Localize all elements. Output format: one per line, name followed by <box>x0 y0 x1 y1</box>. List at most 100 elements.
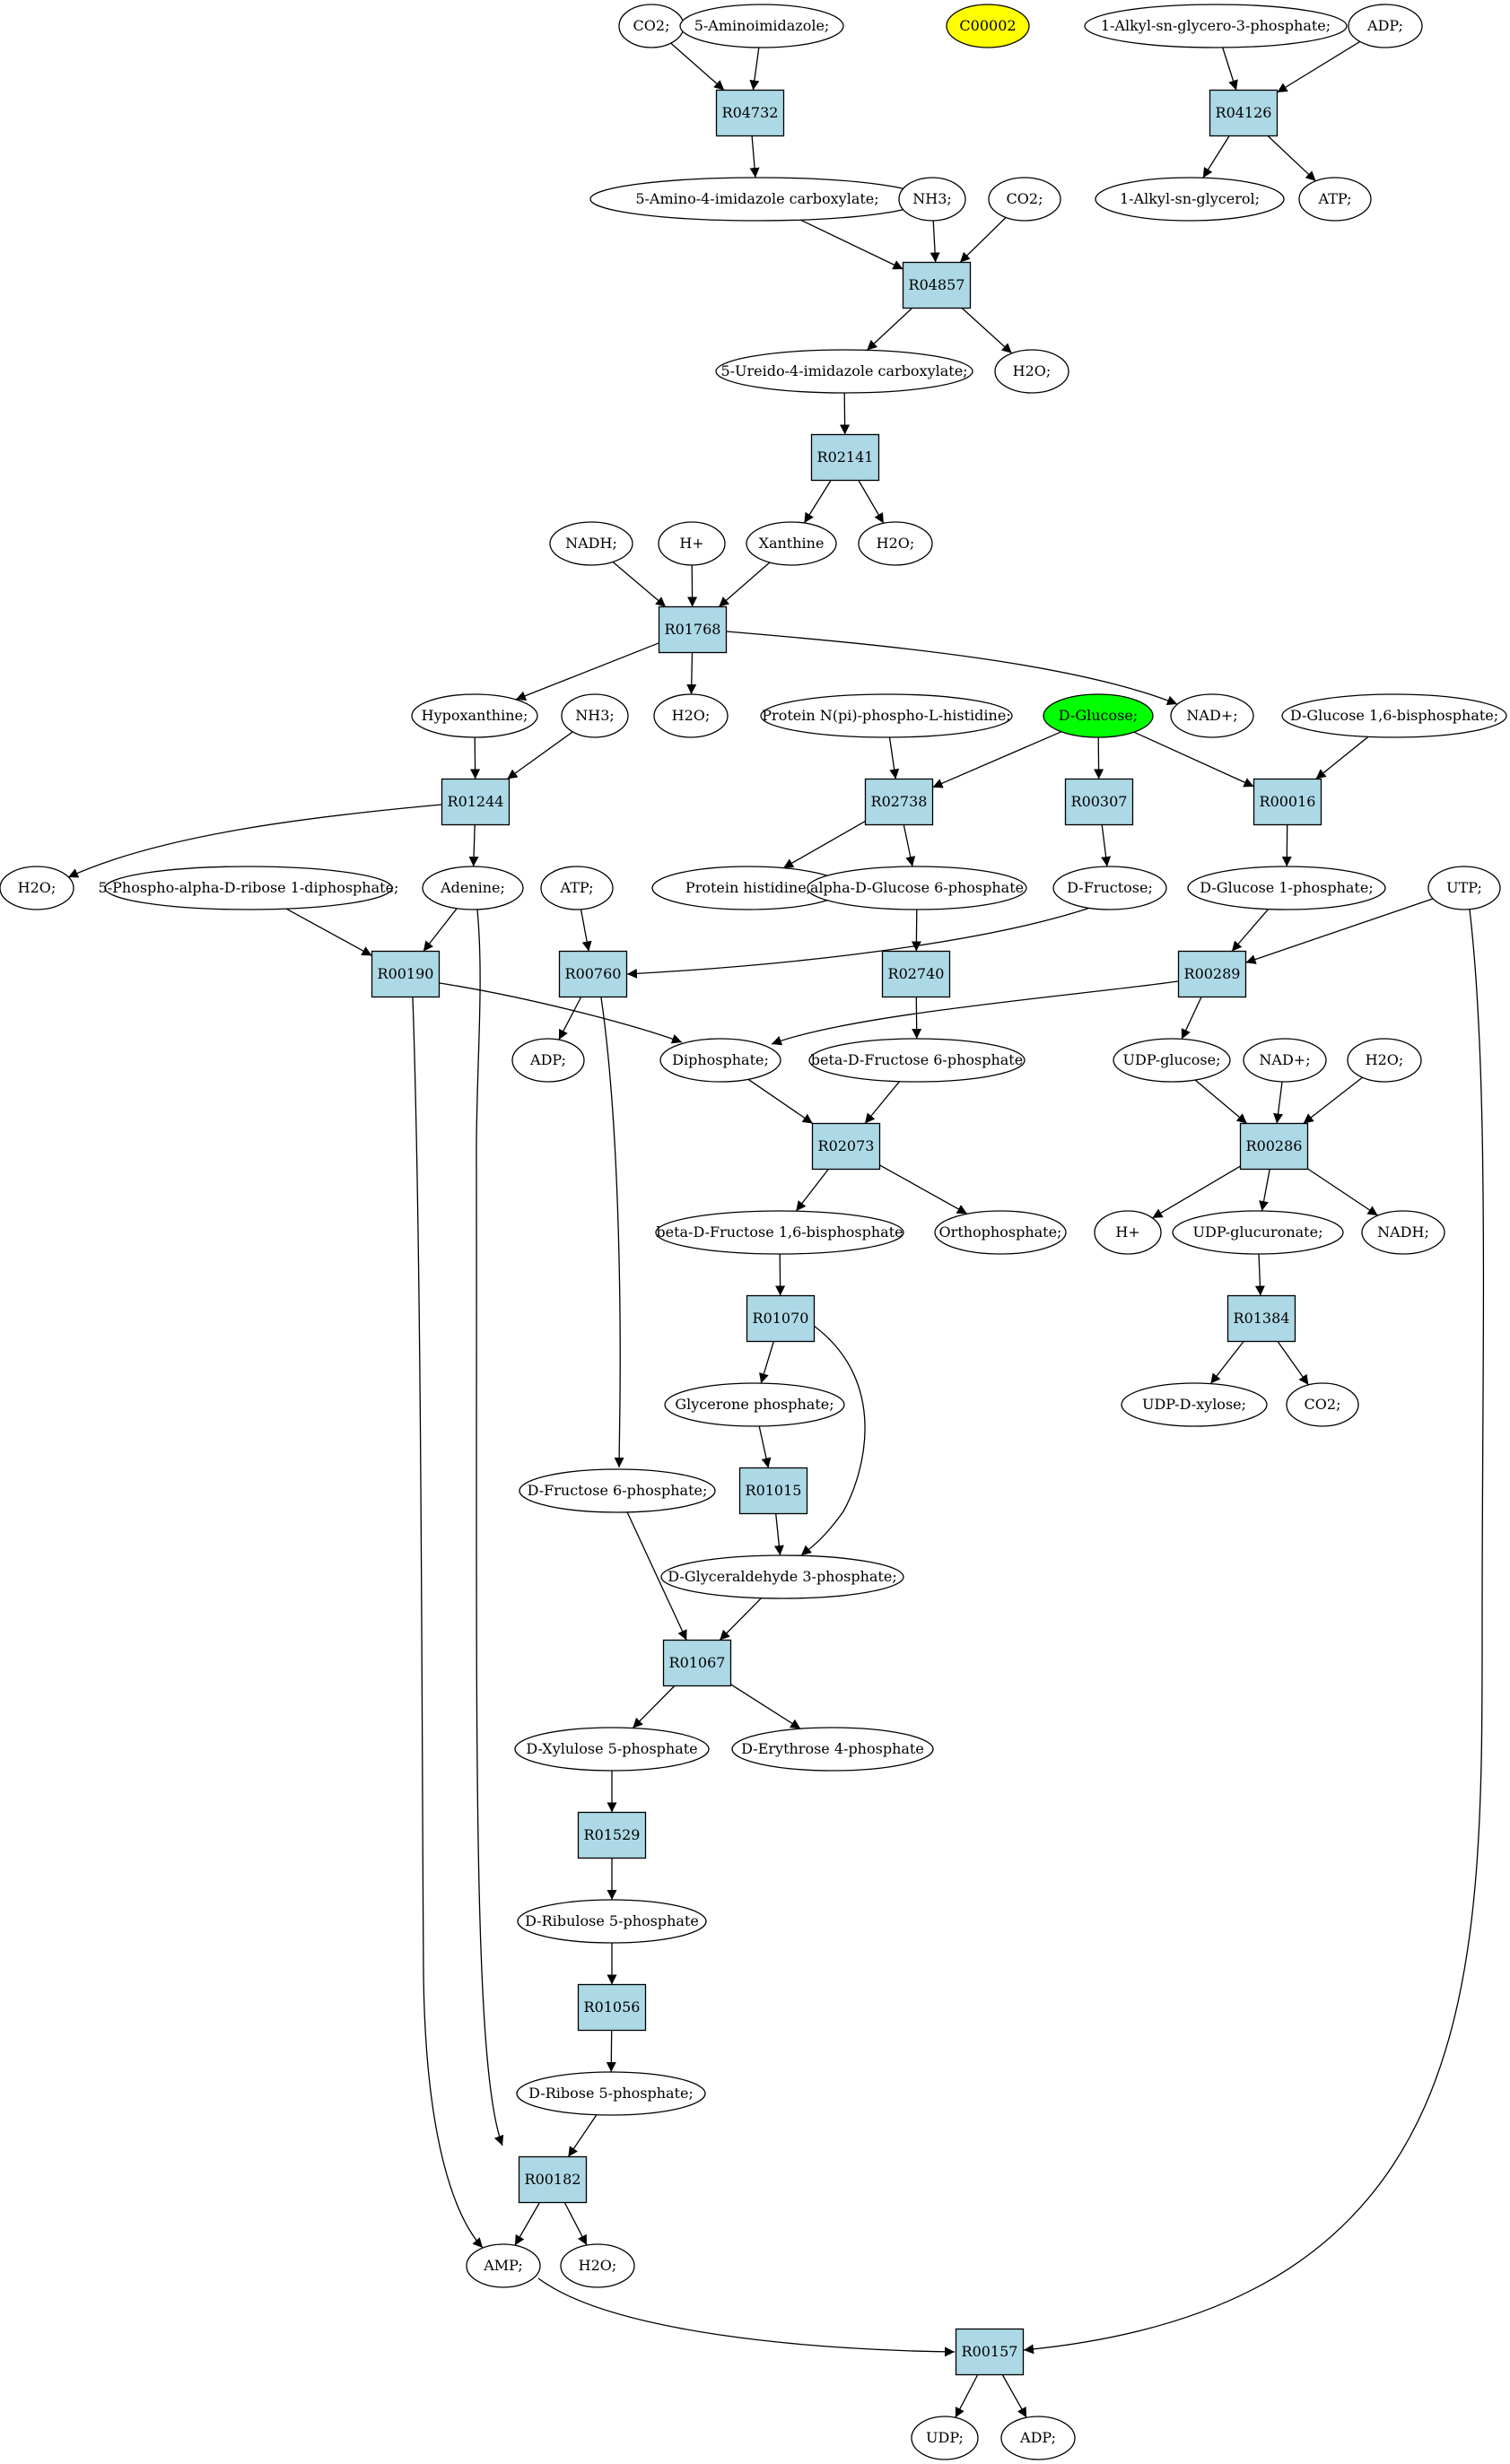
edge-r00307-to-dfructose <box>1101 824 1112 867</box>
compound-ellipse <box>655 1210 904 1255</box>
compound-ellipse <box>516 2071 706 2116</box>
node-label: R04857 <box>909 276 965 293</box>
compound-ellipse <box>560 2243 635 2288</box>
compound-node-adg6p: alpha-D-Glucose 6-phosphate <box>807 866 1027 910</box>
edge-r01384-to-co2_3 <box>1277 1341 1309 1386</box>
compound-ellipse <box>1281 693 1507 738</box>
compound-ellipse <box>660 1554 904 1599</box>
reaction-node-r01529: R01529 <box>577 1811 647 1859</box>
node-label: Xanthine <box>759 535 825 552</box>
compound-ellipse <box>0 866 74 910</box>
compound-ellipse <box>988 177 1061 222</box>
node-label: H2O; <box>672 707 711 724</box>
compound-ellipse <box>1172 1210 1344 1255</box>
compound-ellipse <box>731 1727 934 1772</box>
node-label: R00016 <box>1260 793 1316 810</box>
edge-r04857-to-ureido <box>866 308 913 351</box>
compound-ellipse <box>746 521 837 566</box>
compound-node-h2o_6: H2O; <box>560 2243 635 2288</box>
node-label: ADP; <box>529 1051 566 1068</box>
edge-r04126-to-alkyl_glycerol <box>1202 135 1230 178</box>
node-label: R00289 <box>1184 965 1241 982</box>
edge-nh3_2-to-r01244 <box>506 731 573 780</box>
reaction-node-r00190: R00190 <box>371 950 441 998</box>
node-label: NADH; <box>1377 1223 1429 1241</box>
edge-utp-to-r00157 <box>1023 909 1485 2355</box>
compound-ellipse <box>934 1210 1067 1255</box>
compound-ellipse <box>659 1038 781 1083</box>
edge-co2_1-to-r04732 <box>670 42 725 91</box>
edge-ureido-to-r02141 <box>840 392 851 435</box>
edge-adenine-to-r00190 <box>423 908 458 952</box>
compound-ellipse <box>1000 2416 1076 2460</box>
node-label: H+ <box>1115 1223 1139 1241</box>
reaction-box <box>810 433 880 482</box>
edge-co2_2-to-r04857 <box>959 217 1007 263</box>
compound-ellipse <box>911 2416 979 2460</box>
node-label: Protein N(pi)-phospho-L-histidine; <box>762 707 1010 724</box>
edge-r02073-to-orthophosphate <box>879 1164 968 1215</box>
compound-ellipse <box>466 2243 541 2288</box>
compound-node-nh3_1: NH3; <box>898 177 966 222</box>
compound-ellipse <box>517 1899 707 1944</box>
edge-r02073-to-bdf16bp <box>795 1169 829 1212</box>
node-label: 1-Alkyl-sn-glycerol; <box>1120 190 1260 207</box>
edge-r04732-to-aica <box>749 135 760 178</box>
edge-df6p-to-r01067 <box>626 1511 687 1641</box>
edge-r01056-to-dribose5p <box>606 2030 616 2073</box>
compound-ellipse <box>561 693 629 738</box>
node-label: 5-Phospho-alpha-D-ribose 1-diphosphate; <box>99 879 399 896</box>
compound-node-alkyl_glycerol: 1-Alkyl-sn-glycerol; <box>1095 177 1285 222</box>
compound-ellipse <box>1113 1038 1231 1083</box>
compound-node-adp_2: ADP; <box>511 1038 585 1083</box>
edge-prpp-to-r00190 <box>285 908 372 956</box>
compound-node-xanthine: Xanthine <box>746 521 837 566</box>
node-label: R02141 <box>817 448 874 466</box>
compound-ellipse <box>1348 4 1423 48</box>
node-label: D-Glyceraldehyde 3-phosphate; <box>668 1568 896 1585</box>
node-label: CO2; <box>1007 190 1043 207</box>
reaction-box <box>577 1983 647 2032</box>
node-label: alpha-D-Glucose 6-phosphate <box>810 879 1024 896</box>
edge-r01244-to-h2o_4 <box>67 804 442 878</box>
reaction-node-r00307: R00307 <box>1064 778 1134 826</box>
edge-r00190-to-diphosphate <box>439 982 683 1044</box>
node-label: 1-Alkyl-sn-glycero-3-phosphate; <box>1101 17 1331 34</box>
compound-ellipse <box>519 1468 716 1513</box>
node-label: R02740 <box>888 965 945 982</box>
edge-alkyl_g3p-to-r04126 <box>1222 47 1238 91</box>
compound-ellipse <box>1243 1038 1327 1083</box>
node-label: R02073 <box>818 1137 875 1154</box>
compound-node-atp_2: ATP; <box>540 866 614 910</box>
edge-dga3p-to-r01067 <box>719 1598 763 1641</box>
compound-node-dribulose5p: D-Ribulose 5-phosphate <box>517 1899 707 1944</box>
compound-ellipse <box>1121 1382 1268 1427</box>
compound-ellipse <box>422 866 524 910</box>
edge-r02740-to-bdf6p <box>912 997 922 1040</box>
node-label: H+ <box>679 535 703 552</box>
edge-dfructose-to-r00760 <box>626 907 1091 979</box>
compound-node-nh3_2: NH3; <box>561 693 629 738</box>
compound-ellipse <box>1043 693 1154 738</box>
edge-bdf6p-to-r02073 <box>864 1081 901 1124</box>
node-label: D-Fructose; <box>1067 879 1153 896</box>
compound-node-derythrose4p: D-Erythrose 4-phosphate <box>731 1727 934 1772</box>
compound-ellipse <box>1286 1382 1359 1427</box>
node-label: 5-Amino-4-imidazole carboxylate; <box>635 190 878 207</box>
reaction-box <box>558 950 628 998</box>
node-label: Glycerone phosphate; <box>675 1396 834 1413</box>
node-label: D-Ribose 5-phosphate; <box>528 2085 694 2102</box>
reaction-node-r01070: R01070 <box>746 1294 816 1343</box>
compound-node-aminoimidazole: 5-Aminoimidazole; <box>679 4 844 48</box>
edge-adg6p-to-r02740 <box>911 909 921 952</box>
node-label: UDP-glucuronate; <box>1193 1223 1323 1241</box>
reaction-node-r02141: R02141 <box>810 433 880 482</box>
node-label: R01070 <box>753 1310 809 1327</box>
node-label: UDP-glucose; <box>1123 1051 1221 1068</box>
edge-dglucose-to-r02738 <box>932 731 1062 788</box>
node-label: ATP; <box>1318 190 1352 207</box>
edge-h2o_5-to-r00286 <box>1303 1076 1363 1125</box>
node-label: beta-D-Fructose 1,6-bisphosphate <box>656 1223 903 1241</box>
node-label: NAD+; <box>1259 1051 1310 1068</box>
